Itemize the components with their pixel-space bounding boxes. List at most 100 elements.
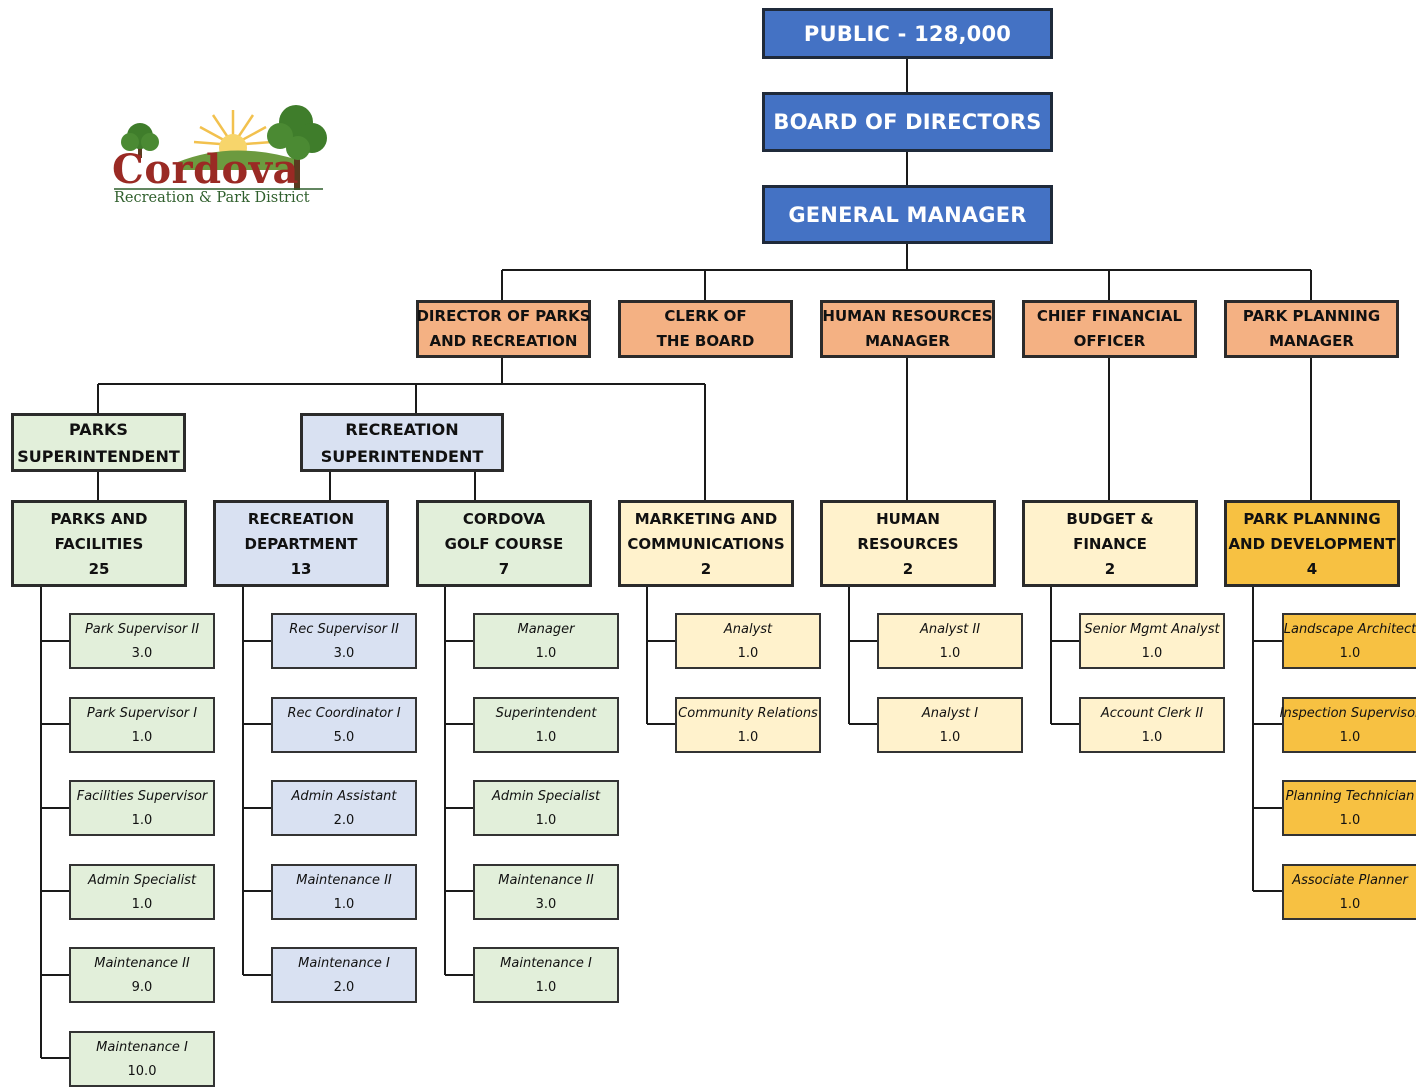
manager-line2: THE BOARD xyxy=(656,332,755,350)
role-title: Admin Specialist xyxy=(87,872,197,888)
role-box: Maintenance I 1.0 xyxy=(473,947,619,1003)
role-title: Inspection Supervisor xyxy=(1279,705,1416,721)
role-fte: 1.0 xyxy=(1339,645,1361,661)
dept-human-resources: HUMAN RESOURCES 2 xyxy=(820,500,996,587)
manager-park-planning: PARK PLANNING MANAGER xyxy=(1224,300,1399,358)
role-fte: 5.0 xyxy=(333,729,355,745)
dept-line1: MARKETING AND xyxy=(634,509,778,528)
superintendent-line1: RECREATION xyxy=(345,420,459,439)
dept-line2: RESOURCES xyxy=(857,534,959,553)
dept-count: 4 xyxy=(1306,559,1318,578)
role-title: Analyst II xyxy=(919,621,981,637)
role-fte: 1.0 xyxy=(1141,645,1163,661)
dept-line2: FACILITIES xyxy=(54,534,144,553)
role-box: Facilities Supervisor 1.0 xyxy=(69,780,215,836)
manager-line1: HUMAN RESOURCES xyxy=(822,307,993,325)
role-box: Analyst I 1.0 xyxy=(877,697,1023,753)
dept-line2: AND DEVELOPMENT xyxy=(1228,534,1396,553)
dept-parks-facilities: PARKS AND FACILITIES 25 xyxy=(11,500,187,587)
role-box: Maintenance II 3.0 xyxy=(473,864,619,920)
role-box: Account Clerk II 1.0 xyxy=(1079,697,1225,753)
dept-line1: CORDOVA xyxy=(462,509,546,528)
dept-count: 7 xyxy=(498,559,510,578)
parks-superintendent-box: PARKS SUPERINTENDENT xyxy=(11,413,186,472)
manager-line2: MANAGER xyxy=(865,332,950,350)
dept-marketing: MARKETING AND COMMUNICATIONS 2 xyxy=(618,500,794,587)
dept-line1: RECREATION xyxy=(247,509,355,528)
dept-recreation: RECREATION DEPARTMENT 13 xyxy=(213,500,389,587)
dept-count: 25 xyxy=(88,559,110,578)
role-fte: 1.0 xyxy=(535,979,557,995)
public-box: PUBLIC - 128,000 xyxy=(762,8,1053,59)
role-box: Landscape Architect 1.0 xyxy=(1282,613,1416,669)
general-manager-label: GENERAL MANAGER xyxy=(788,202,1027,227)
manager-human-resources: HUMAN RESOURCES MANAGER xyxy=(820,300,995,358)
role-title: Facilities Supervisor xyxy=(76,788,208,804)
role-title: Maintenance II xyxy=(296,872,392,888)
cordova-logo: Cordova Recreation & Park District xyxy=(108,100,338,212)
manager-line2: MANAGER xyxy=(1269,332,1354,350)
dept-line2: GOLF COURSE xyxy=(444,534,564,553)
role-title: Rec Coordinator I xyxy=(287,705,401,721)
role-fte: 2.0 xyxy=(333,979,355,995)
board-label: BOARD OF DIRECTORS xyxy=(773,110,1042,134)
dept-line1: HUMAN xyxy=(876,509,940,528)
dept-count: 2 xyxy=(700,559,712,578)
superintendent-line1: PARKS xyxy=(69,420,128,439)
role-fte: 3.0 xyxy=(333,645,355,661)
dept-line1: PARKS AND xyxy=(50,509,148,528)
dept-budget-finance: BUDGET & FINANCE 2 xyxy=(1022,500,1198,587)
role-title: Superintendent xyxy=(495,705,597,721)
role-fte: 1.0 xyxy=(535,812,557,828)
role-title: Senior Mgmt Analyst xyxy=(1084,621,1220,637)
general-manager-box: GENERAL MANAGER xyxy=(762,185,1053,244)
manager-director-parks-rec: DIRECTOR OF PARKS AND RECREATION xyxy=(416,300,591,358)
public-label: PUBLIC - 128,000 xyxy=(803,21,1012,46)
role-title: Maintenance I xyxy=(96,1039,188,1055)
role-fte: 1.0 xyxy=(131,812,153,828)
role-box: Maintenance II 1.0 xyxy=(271,864,417,920)
dept-count: 2 xyxy=(902,559,914,578)
dept-line2: FINANCE xyxy=(1073,534,1147,553)
manager-chief-financial-officer: CHIEF FINANCIAL OFFICER xyxy=(1022,300,1197,358)
dept-count: 2 xyxy=(1104,559,1116,578)
role-fte: 3.0 xyxy=(535,896,557,912)
role-fte: 1.0 xyxy=(737,729,759,745)
role-title: Maintenance II xyxy=(94,955,190,971)
role-box: Manager 1.0 xyxy=(473,613,619,669)
logo-artwork-icon xyxy=(114,105,327,190)
logo-wordmark: Cordova xyxy=(112,146,299,193)
role-title: Planning Technician xyxy=(1285,788,1415,804)
role-box: Community Relations 1.0 xyxy=(675,697,821,753)
role-fte: 1.0 xyxy=(333,896,355,912)
role-fte: 10.0 xyxy=(127,1063,157,1079)
role-title: Account Clerk II xyxy=(1100,705,1204,721)
role-fte: 1.0 xyxy=(131,729,153,745)
role-box: Analyst II 1.0 xyxy=(877,613,1023,669)
role-fte: 2.0 xyxy=(333,812,355,828)
role-box: Inspection Supervisor 1.0 xyxy=(1279,697,1416,753)
role-box: Park Supervisor II 3.0 xyxy=(69,613,215,669)
role-box: Rec Supervisor II 3.0 xyxy=(271,613,417,669)
role-box: Analyst 1.0 xyxy=(675,613,821,669)
manager-line2: AND RECREATION xyxy=(429,332,578,350)
role-box: Superintendent 1.0 xyxy=(473,697,619,753)
role-title: Admin Specialist xyxy=(491,788,601,804)
role-title: Manager xyxy=(517,621,575,637)
role-box: Rec Coordinator I 5.0 xyxy=(271,697,417,753)
logo-tagline: Recreation & Park District xyxy=(114,190,310,206)
dept-golf-course: CORDOVA GOLF COURSE 7 xyxy=(416,500,592,587)
role-fte: 1.0 xyxy=(939,729,961,745)
role-fte: 1.0 xyxy=(737,645,759,661)
role-title: Associate Planner xyxy=(1292,872,1408,888)
role-fte: 3.0 xyxy=(131,645,153,661)
dept-count: 13 xyxy=(290,559,312,578)
role-title: Analyst I xyxy=(921,705,979,721)
dept-line2: DEPARTMENT xyxy=(244,534,358,553)
role-box: Admin Specialist 1.0 xyxy=(69,864,215,920)
dept-line1: BUDGET & xyxy=(1066,509,1154,528)
role-fte: 9.0 xyxy=(131,979,153,995)
superintendent-line2: SUPERINTENDENT xyxy=(320,447,484,466)
role-title: Maintenance I xyxy=(298,955,390,971)
role-title: Rec Supervisor II xyxy=(289,621,399,637)
